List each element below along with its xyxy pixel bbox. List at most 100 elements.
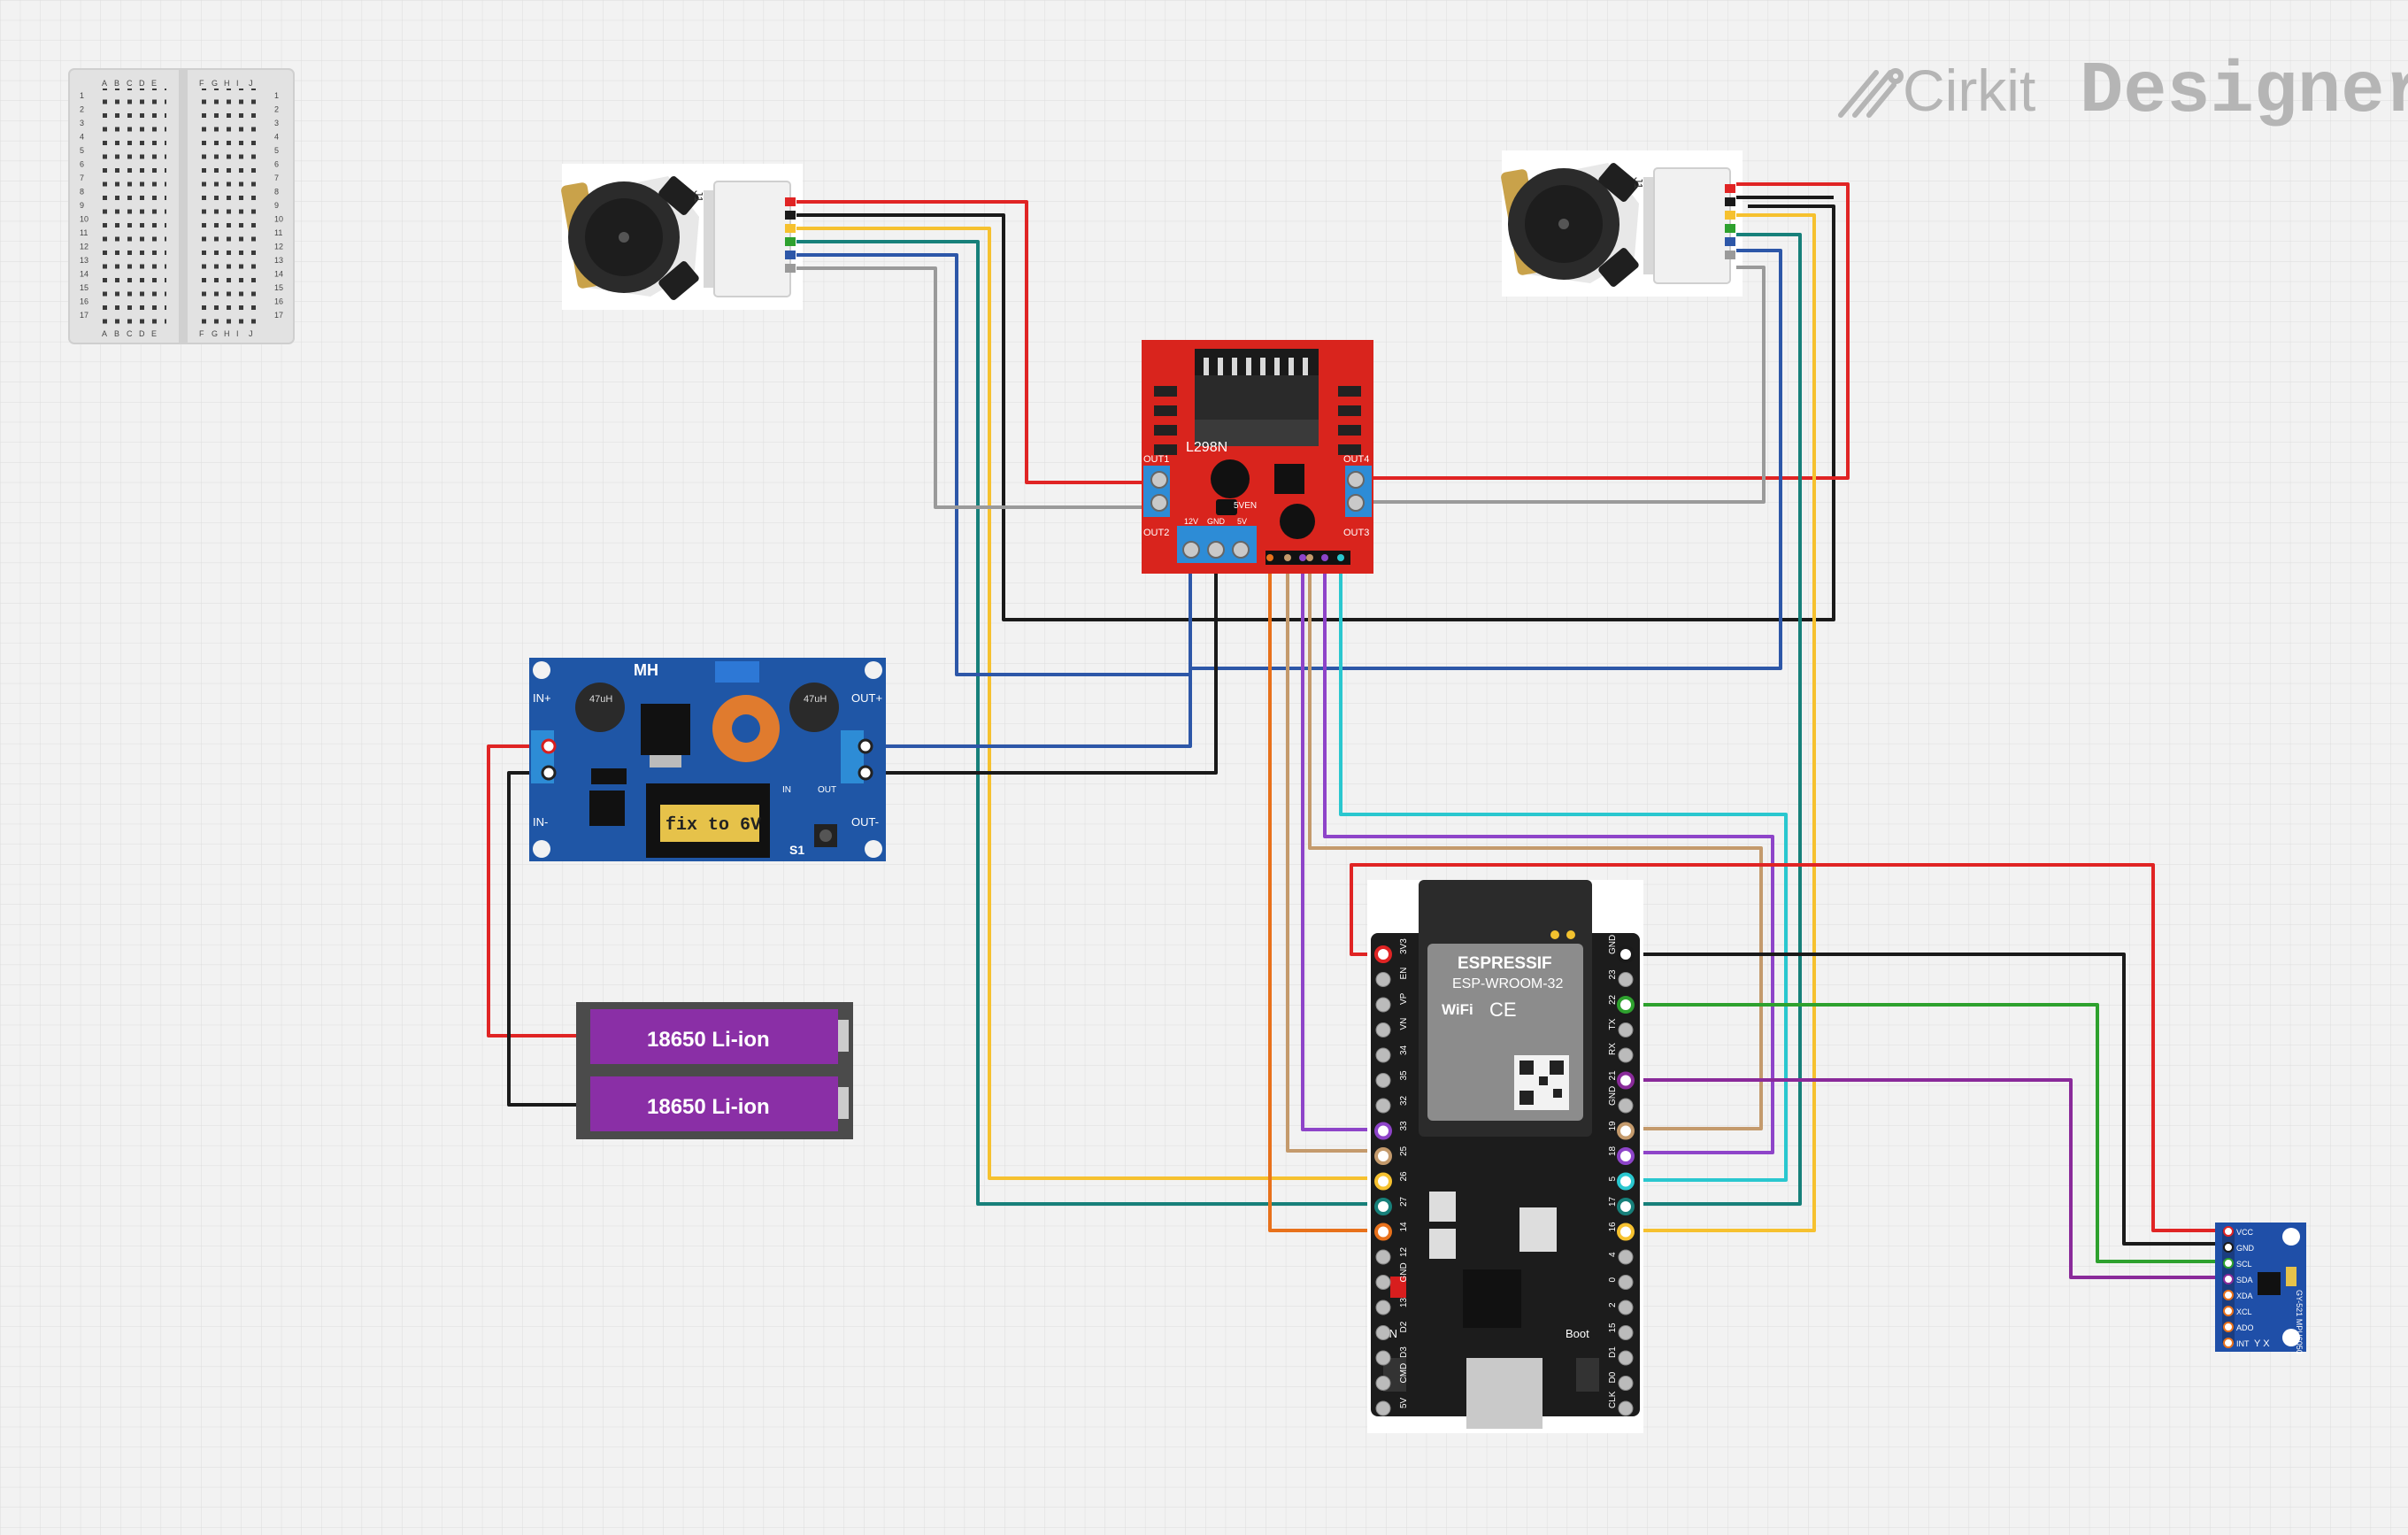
wire-left-stepper-yellow[interactable] bbox=[796, 227, 1383, 1180]
esp32-pin-right[interactable] bbox=[1618, 1022, 1634, 1037]
esp32-pin-left[interactable] bbox=[1375, 1376, 1391, 1391]
esp32-pin-left[interactable] bbox=[1375, 1300, 1391, 1315]
esp32-pin-right[interactable] bbox=[1617, 996, 1635, 1014]
esp32-pin-right[interactable] bbox=[1618, 1400, 1634, 1416]
esp32-pin-right[interactable] bbox=[1618, 1325, 1634, 1340]
driver-control-pins[interactable] bbox=[1266, 551, 1350, 565]
esp32-pin-left[interactable] bbox=[1375, 1400, 1391, 1416]
boot-button[interactable] bbox=[1576, 1358, 1599, 1392]
wire-imu-gnd[interactable] bbox=[1626, 953, 2217, 1246]
esp32-pin-left[interactable] bbox=[1375, 972, 1391, 987]
breadboard-row-label: 6 bbox=[80, 160, 84, 169]
esp32-pin-right[interactable] bbox=[1618, 1275, 1634, 1290]
esp32-pin-left[interactable] bbox=[1374, 1223, 1392, 1241]
wire-in2-purple[interactable] bbox=[1301, 567, 1383, 1131]
wire-left-stepper-red[interactable] bbox=[796, 200, 1149, 484]
wire-right-stepper-red[interactable] bbox=[1367, 182, 1850, 480]
buck-in-label: IN bbox=[782, 785, 791, 795]
esp32-pin-right[interactable] bbox=[1618, 1047, 1634, 1063]
stepper-motor-right[interactable]: J1 bbox=[1500, 150, 1743, 297]
imu-pin[interactable] bbox=[2223, 1306, 2234, 1316]
wire-right-stepper-teal[interactable] bbox=[1626, 233, 1802, 1206]
buck-display-text: fix to 6V bbox=[665, 815, 761, 836]
wire-battery-plus[interactable] bbox=[487, 744, 589, 1037]
imu-pin[interactable] bbox=[2223, 1258, 2234, 1269]
wire-imu-scl[interactable] bbox=[1626, 1003, 2217, 1263]
wire-battery-minus[interactable] bbox=[507, 771, 589, 1107]
battery-holder[interactable]: 18650 Li-ion 18650 Li-ion bbox=[576, 1002, 853, 1139]
esp32-pin-label: 26 bbox=[1399, 1171, 1409, 1182]
wire-in1-tan[interactable] bbox=[1286, 567, 1383, 1153]
esp32-pin-left[interactable] bbox=[1375, 1073, 1391, 1088]
esp32-pin-left[interactable] bbox=[1374, 1147, 1392, 1165]
motor-driver-l298n[interactable]: L298N 5VEN OUT1 OUT2 OUT4 OUT3 12V GND 5… bbox=[1142, 340, 1373, 574]
imu-pin[interactable] bbox=[2223, 1226, 2234, 1237]
esp32-pin-left[interactable] bbox=[1375, 1325, 1391, 1340]
esp32-pin-left[interactable] bbox=[1375, 1275, 1391, 1290]
wire-imu-sda[interactable] bbox=[1626, 1078, 2217, 1279]
imu-pin[interactable] bbox=[2223, 1274, 2234, 1284]
wire-in3-tan[interactable] bbox=[1308, 567, 1763, 1130]
wire-enA-orange[interactable] bbox=[1268, 567, 1383, 1232]
esp32-pin-label: EN bbox=[1399, 968, 1409, 980]
esp32-pin-label: 22 bbox=[1608, 994, 1618, 1005]
esp32-pin-right[interactable] bbox=[1617, 1122, 1635, 1140]
esp32-pin-left[interactable] bbox=[1375, 1047, 1391, 1063]
esp32-pin-left[interactable] bbox=[1374, 1172, 1392, 1191]
esp32-pin-right[interactable] bbox=[1618, 1300, 1634, 1315]
buck-in-minus-label: IN- bbox=[533, 815, 548, 829]
esp32-pin-left[interactable] bbox=[1374, 1198, 1392, 1215]
imu-pin[interactable] bbox=[2223, 1338, 2234, 1348]
esp32-pin-left[interactable] bbox=[1374, 1122, 1392, 1140]
breadboard-col-label: I bbox=[236, 329, 239, 338]
esp32-pin-right[interactable] bbox=[1617, 1172, 1635, 1191]
esp32-pin-right[interactable] bbox=[1618, 1350, 1634, 1366]
esp32-pin-label: CMD bbox=[1399, 1363, 1409, 1384]
breadboard-col-label: H bbox=[224, 329, 230, 338]
esp32-pin-right[interactable] bbox=[1617, 1071, 1635, 1090]
stepper-motor-left[interactable]: J1 bbox=[560, 164, 803, 310]
esp32-pin-label: TX bbox=[1608, 1018, 1618, 1030]
esp32-pin-right[interactable] bbox=[1618, 1376, 1634, 1391]
esp32-pin-right[interactable] bbox=[1618, 1249, 1634, 1265]
esp32-pin-left[interactable] bbox=[1375, 997, 1391, 1013]
esp32-pin-label: 0 bbox=[1608, 1277, 1618, 1283]
wire-left-stepper-black[interactable] bbox=[796, 204, 1835, 621]
battery-cell-1-label: 18650 Li-ion bbox=[647, 1028, 770, 1052]
breadboard-row-label: 9 bbox=[80, 201, 84, 210]
esp32-pin-right[interactable] bbox=[1618, 972, 1634, 987]
imu-pin[interactable] bbox=[2223, 1242, 2234, 1253]
buck-converter[interactable]: MH 47uH 47uH IN+ IN- OUT+ OUT- fix to 6V… bbox=[529, 658, 886, 861]
imu-pin[interactable] bbox=[2223, 1322, 2234, 1332]
esp32-pin-label: 35 bbox=[1399, 1070, 1409, 1081]
esp32-pin-left[interactable] bbox=[1374, 945, 1392, 963]
wire-enB-cyan[interactable] bbox=[1339, 567, 1788, 1182]
wire-right-stepper-gray[interactable] bbox=[1367, 266, 1766, 504]
wire-imu-vcc[interactable] bbox=[1350, 863, 2217, 1232]
wire-left-stepper-teal[interactable] bbox=[796, 240, 1383, 1206]
esp32-pin-left[interactable] bbox=[1375, 1098, 1391, 1114]
wire-right-stepper-blue[interactable] bbox=[1190, 249, 1782, 670]
usb-port[interactable] bbox=[1466, 1358, 1543, 1429]
imu-gy521[interactable]: GY-521 MPU6050 Y X VCCGNDSCLSDAXDAXCLADO… bbox=[2215, 1223, 2306, 1354]
wire-left-stepper-gray[interactable] bbox=[796, 266, 1149, 509]
esp32-pin-left[interactable] bbox=[1375, 1022, 1391, 1037]
esp32-pin-left[interactable] bbox=[1375, 1350, 1391, 1366]
wires bbox=[487, 182, 2217, 1279]
wire-buck-out-plus[interactable] bbox=[865, 547, 1192, 748]
esp32-devkit[interactable]: ESPRESSIF ESP-WROOM-32 WiFi CE EN Boot 3… bbox=[1367, 880, 1643, 1433]
esp32-pin-right[interactable] bbox=[1617, 1147, 1635, 1165]
esp32-pin-right[interactable] bbox=[1618, 1098, 1634, 1114]
stepper-left-header-label: J1 bbox=[692, 190, 705, 203]
esp32-pin-right[interactable] bbox=[1617, 1198, 1635, 1215]
wire-buck-out-minus[interactable] bbox=[865, 567, 1218, 775]
wire-in4-purple[interactable] bbox=[1323, 567, 1774, 1154]
buck-out-label: OUT bbox=[818, 785, 836, 795]
esp32-pin-right[interactable] bbox=[1617, 945, 1635, 963]
imu-pin[interactable] bbox=[2223, 1290, 2234, 1300]
wire-right-stepper-yellow[interactable] bbox=[1626, 213, 1816, 1232]
esp32-pin-right[interactable] bbox=[1617, 1223, 1635, 1241]
breadboard-row-label: 11 bbox=[274, 228, 282, 237]
esp32-pin-left[interactable] bbox=[1375, 1249, 1391, 1265]
